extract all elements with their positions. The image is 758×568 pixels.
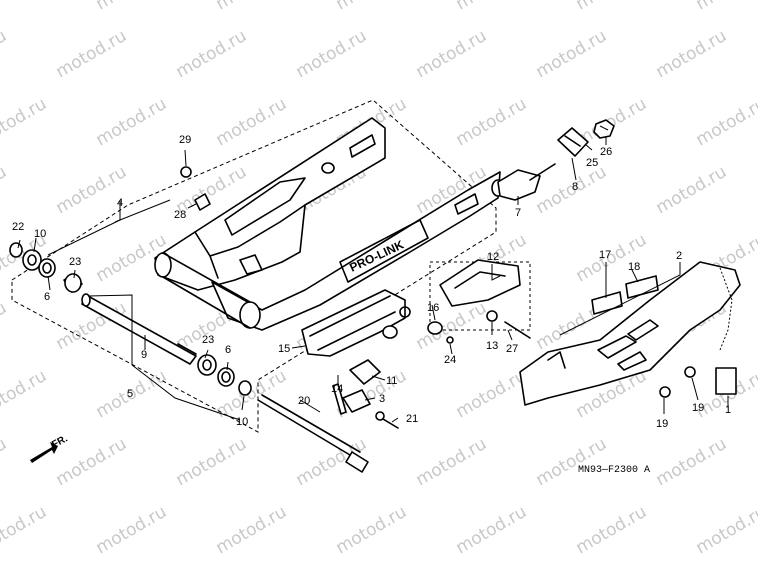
part-label-24[interactable]: 24 xyxy=(444,354,456,366)
diagram-code: MN93—F2300 A xyxy=(578,465,650,476)
watermark-text: motod.ru xyxy=(0,298,10,354)
watermark-text: motod.ru xyxy=(333,502,411,558)
part-label-3[interactable]: 3 xyxy=(379,393,385,405)
part-label-10-left[interactable]: 10 xyxy=(34,228,46,240)
watermark-text: motod.ru xyxy=(293,26,371,82)
part-label-29[interactable]: 29 xyxy=(179,134,191,146)
watermark-text: motod.ru xyxy=(573,230,651,286)
watermark-text: motod.ru xyxy=(0,26,10,82)
watermark-text: motod.ru xyxy=(533,26,611,82)
part-label-18[interactable]: 18 xyxy=(628,261,640,273)
small-hardware xyxy=(180,166,531,344)
part-label-20[interactable]: 20 xyxy=(298,395,310,407)
long-bolt xyxy=(257,394,369,473)
watermark-text: motod.ru xyxy=(413,434,491,490)
watermark-text: motod.ru xyxy=(173,26,251,82)
watermark-text: motod.ru xyxy=(173,434,251,490)
part-label-23-right[interactable]: 23 xyxy=(202,334,214,346)
part-label-5[interactable]: 5 xyxy=(127,388,133,400)
watermark-text: motod.ru xyxy=(693,502,758,558)
watermark-text: motod.ru xyxy=(453,502,531,558)
part-label-13[interactable]: 13 xyxy=(486,340,498,352)
chain-slider xyxy=(301,289,411,357)
watermark-text: motod.ru xyxy=(53,162,131,218)
part-label-15[interactable]: 15 xyxy=(278,343,290,355)
watermark-text: motod.ru xyxy=(693,0,758,14)
watermark-text: motod.ru xyxy=(333,0,411,14)
part-label-21[interactable]: 21 xyxy=(406,413,418,425)
part-label-10-right[interactable]: 10 xyxy=(236,416,248,428)
watermark-text: motod.ru xyxy=(653,434,731,490)
watermark-text: motod.ru xyxy=(213,502,291,558)
watermark-text: motod.ru xyxy=(213,94,291,150)
part-label-6-left[interactable]: 6 xyxy=(44,291,50,303)
part-label-14[interactable]: 14 xyxy=(331,383,343,395)
watermark-text: motod.ru xyxy=(93,0,171,14)
watermark-text: motod.ru xyxy=(533,434,611,490)
watermark-text: motod.ru xyxy=(653,26,731,82)
part-label-28[interactable]: 28 xyxy=(174,209,186,221)
watermark-text: motod.ru xyxy=(413,26,491,82)
part-label-1[interactable]: 1 xyxy=(725,404,731,416)
part-label-17[interactable]: 17 xyxy=(599,249,611,261)
part-label-27[interactable]: 27 xyxy=(506,343,518,355)
clamp-parts xyxy=(332,359,399,429)
leader-lines xyxy=(17,136,729,423)
watermark-text: motod.ru xyxy=(93,502,171,558)
front-direction-arrow: FR. xyxy=(30,433,70,463)
part-label-25[interactable]: 25 xyxy=(586,157,598,169)
watermark-text: motod.ru xyxy=(693,94,758,150)
watermark-text: motod.ru xyxy=(213,0,291,14)
pivot-hardware-right xyxy=(197,354,252,396)
part-label-23-left[interactable]: 23 xyxy=(69,256,81,268)
part-label-22[interactable]: 22 xyxy=(12,221,24,233)
label-decals xyxy=(591,275,737,395)
part-label-19-right[interactable]: 19 xyxy=(692,402,704,414)
part-label-11[interactable]: 11 xyxy=(386,375,397,387)
chain-guide xyxy=(439,259,521,307)
watermark-text: motod.ru xyxy=(653,162,731,218)
watermark-text: motod.ru xyxy=(453,0,531,14)
watermark-text: motod.ru xyxy=(453,366,531,422)
pivot-hardware-left xyxy=(9,242,83,293)
part-label-19-left[interactable]: 19 xyxy=(656,418,668,430)
watermark-text: motod.ru xyxy=(0,502,50,558)
watermark-text: motod.ru xyxy=(0,0,50,14)
front-label: FR. xyxy=(50,433,70,450)
part-label-6-right[interactable]: 6 xyxy=(225,344,231,356)
watermark-text: motod.ru xyxy=(53,26,131,82)
part-label-26[interactable]: 26 xyxy=(600,146,612,158)
chain-adjuster-top xyxy=(497,119,615,201)
part-labels: 1 2 3 4 5 6 6 7 8 9 10 10 11 12 13 14 15… xyxy=(12,134,731,430)
watermark-text: motod.ru xyxy=(573,502,651,558)
watermark-text: motod.ru xyxy=(573,0,651,14)
watermark-text: motod.ru xyxy=(413,298,491,354)
part-label-4[interactable]: 4 xyxy=(117,197,123,209)
watermark-text: motod.ru xyxy=(0,94,50,150)
watermark-text: motod.ru xyxy=(93,94,171,150)
part-label-16[interactable]: 16 xyxy=(427,302,439,314)
part-label-8[interactable]: 8 xyxy=(572,181,578,193)
pivot-shaft xyxy=(81,293,197,365)
watermark-text: motod.ru xyxy=(0,366,50,422)
part-label-2[interactable]: 2 xyxy=(676,250,682,262)
watermark-text: motod.ru xyxy=(0,434,10,490)
watermark-text: motod.ru xyxy=(0,162,10,218)
part-label-7[interactable]: 7 xyxy=(515,207,521,219)
part-label-9[interactable]: 9 xyxy=(141,349,147,361)
watermark-text: motod.ru xyxy=(453,94,531,150)
part-label-12[interactable]: 12 xyxy=(487,251,499,263)
chain-case xyxy=(519,261,741,406)
